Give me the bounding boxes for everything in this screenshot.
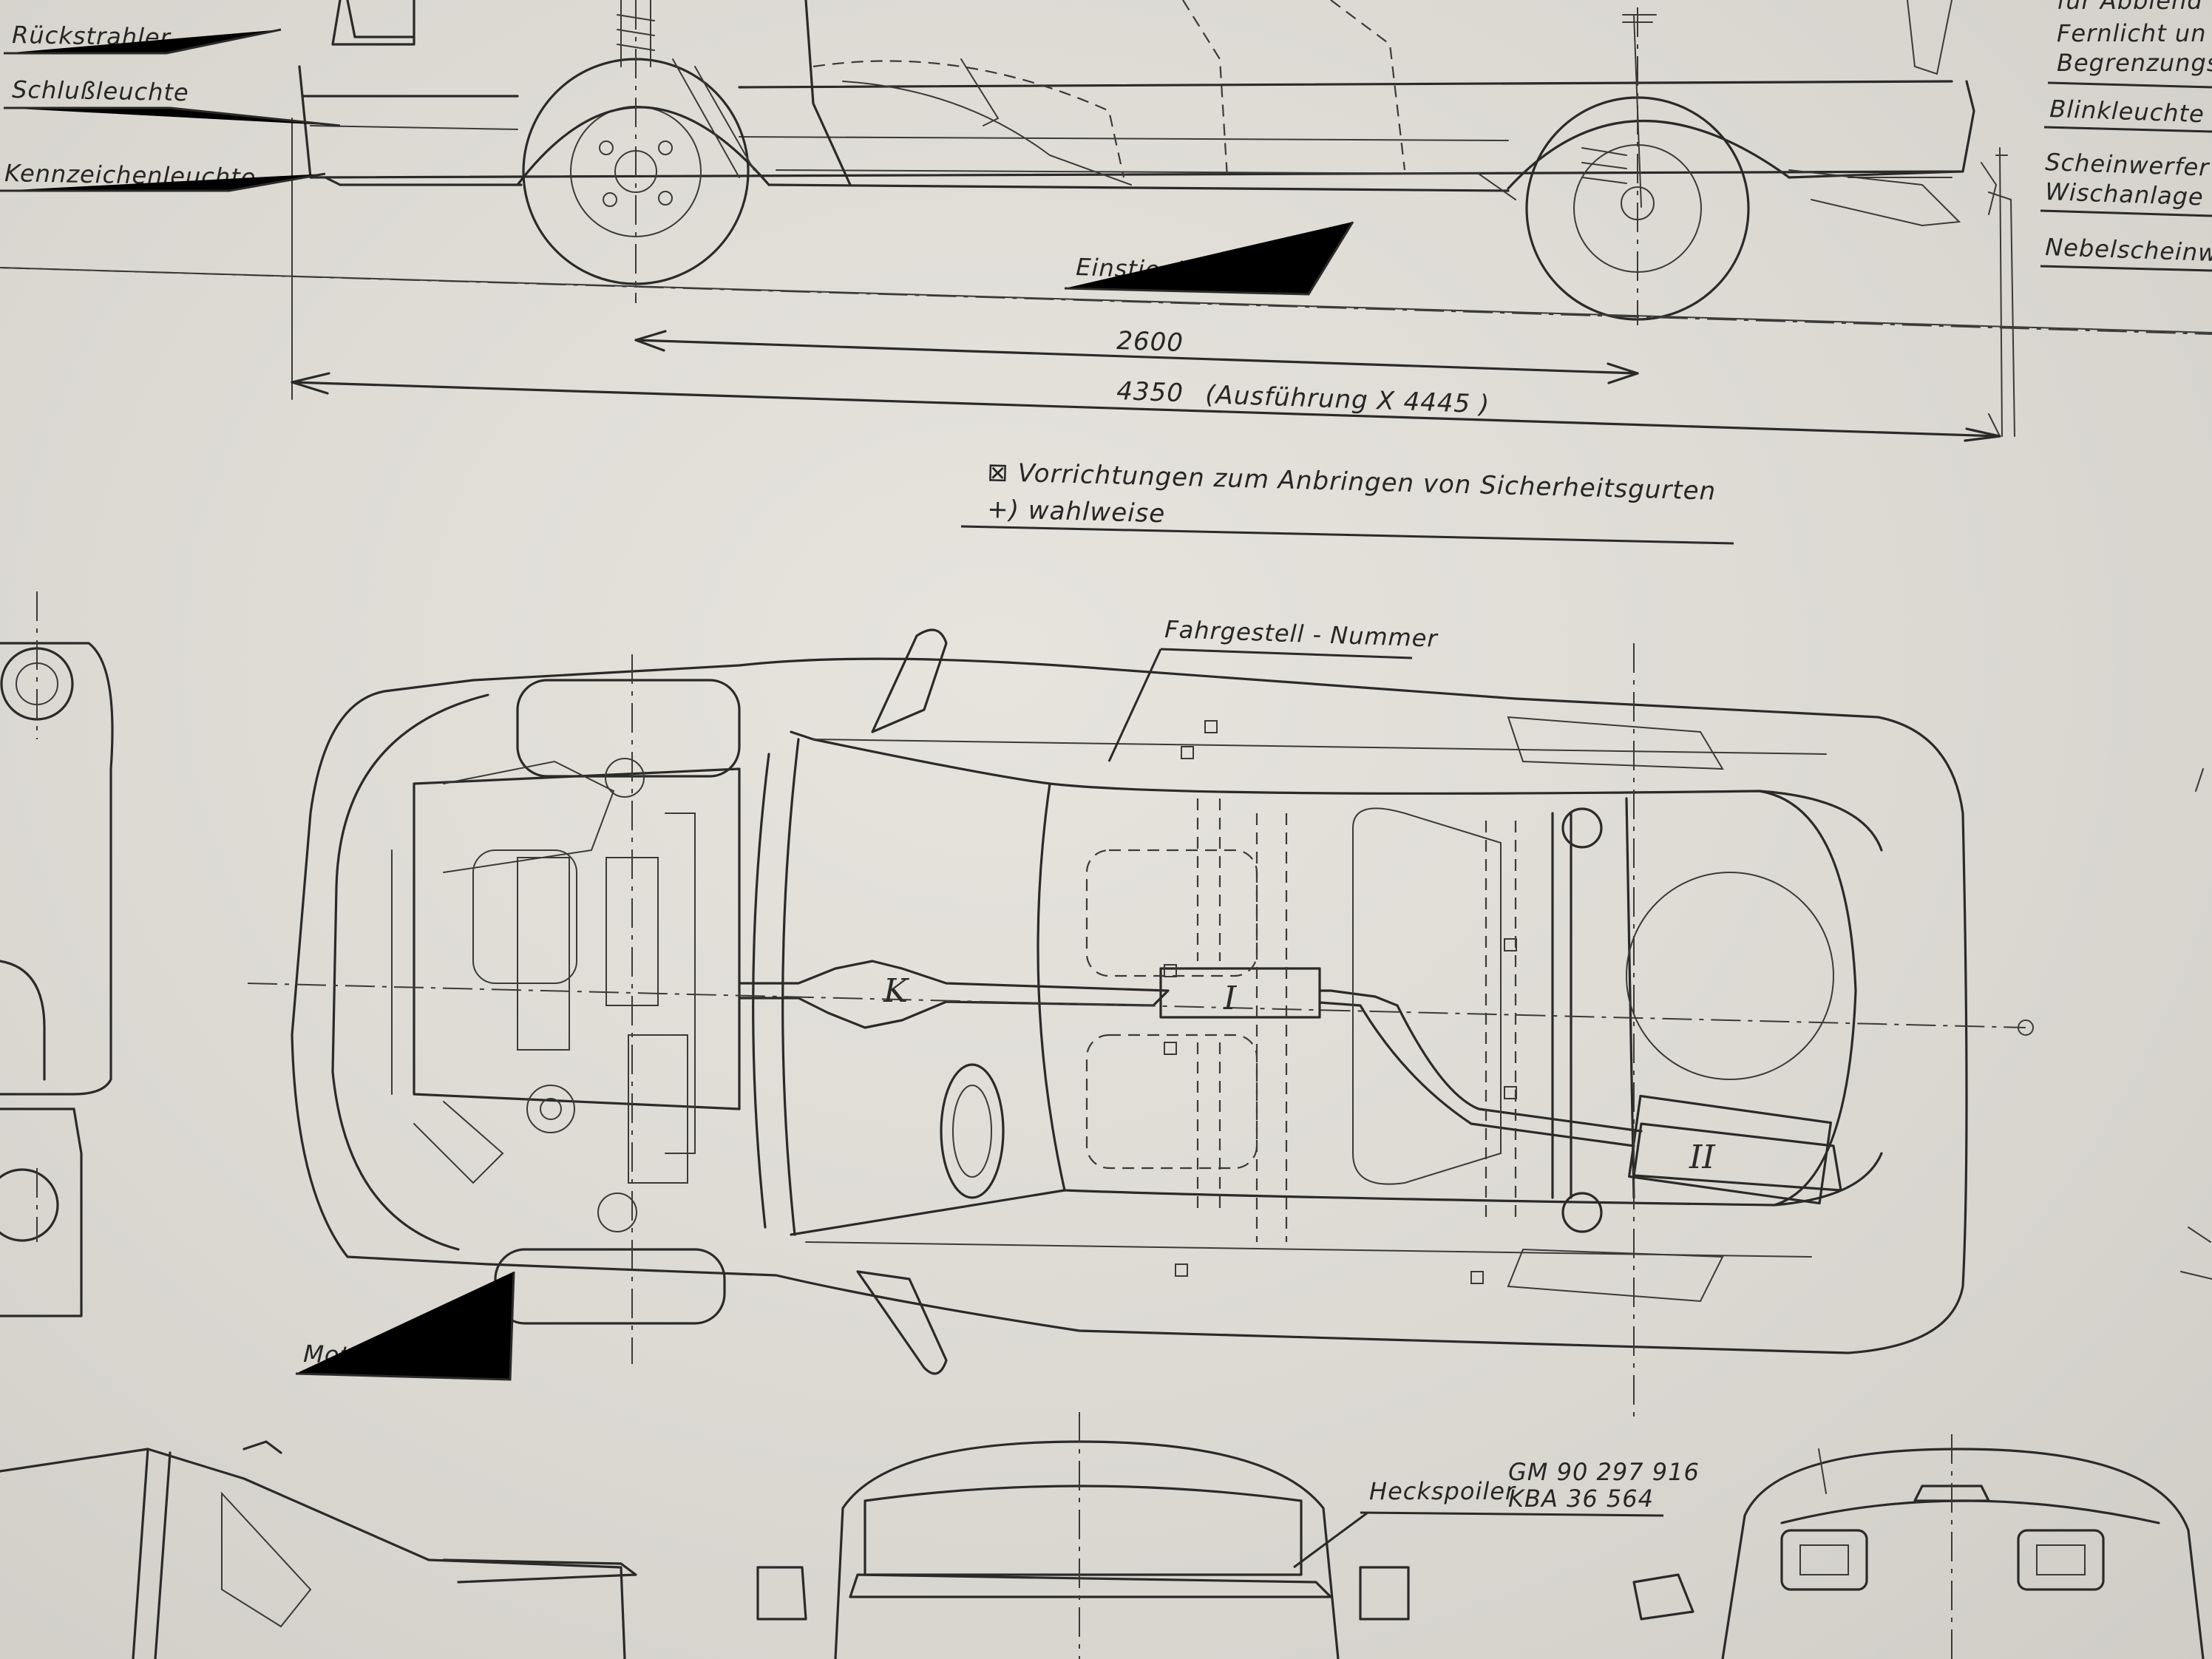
legend: ⊠ Vorrichtungen zum Anbringen von Sicher… — [960, 458, 1734, 545]
label-wischanlage: Wischanlage +) — [2045, 177, 2212, 212]
right-partial-view — [2180, 768, 2212, 1280]
part-label-muffler-2: II — [1689, 1139, 1716, 1176]
side-view-labels: Rückstrahler Schlußleuchte Kennzeichenle… — [0, 0, 2212, 419]
dimension-length: 4350 — [1116, 376, 1184, 408]
bottom-labels: Heckspoiler GM 90 297 916 KBA 36 564 — [1293, 1458, 1700, 1569]
label-fuer-abblend: für Abblend — [2057, 0, 2203, 15]
part-label-k: K — [883, 972, 909, 1010]
bottom-views — [0, 1412, 2205, 1659]
top-view — [247, 628, 2035, 1419]
part-label-muffler-1: I — [1223, 980, 1238, 1017]
legend-line-2: +) wahlweise — [987, 495, 1166, 529]
label-schlussleuchte: Schlußleuchte — [12, 75, 189, 106]
label-begrenzung: Begrenzungsl — [2057, 49, 2212, 77]
dimension-wheelbase: 2600 — [1116, 326, 1184, 358]
left-partial-views — [0, 591, 114, 1317]
label-fahrgestell-nummer: Fahrgestell - Nummer — [1164, 615, 1439, 653]
label-nebelscheinwerfer: Nebelscheinwer — [2045, 233, 2212, 268]
side-view — [0, 0, 2212, 442]
label-fernlicht: Fernlicht un — [2057, 19, 2206, 47]
label-heckspoiler: Heckspoiler — [1369, 1477, 1516, 1505]
label-heckspoiler-code-1: GM 90 297 916 — [1508, 1458, 1700, 1486]
label-blinkleuchte: Blinkleuchte — [2049, 95, 2205, 128]
label-heckspoiler-code-2: KBA 36 564 — [1508, 1485, 1654, 1513]
